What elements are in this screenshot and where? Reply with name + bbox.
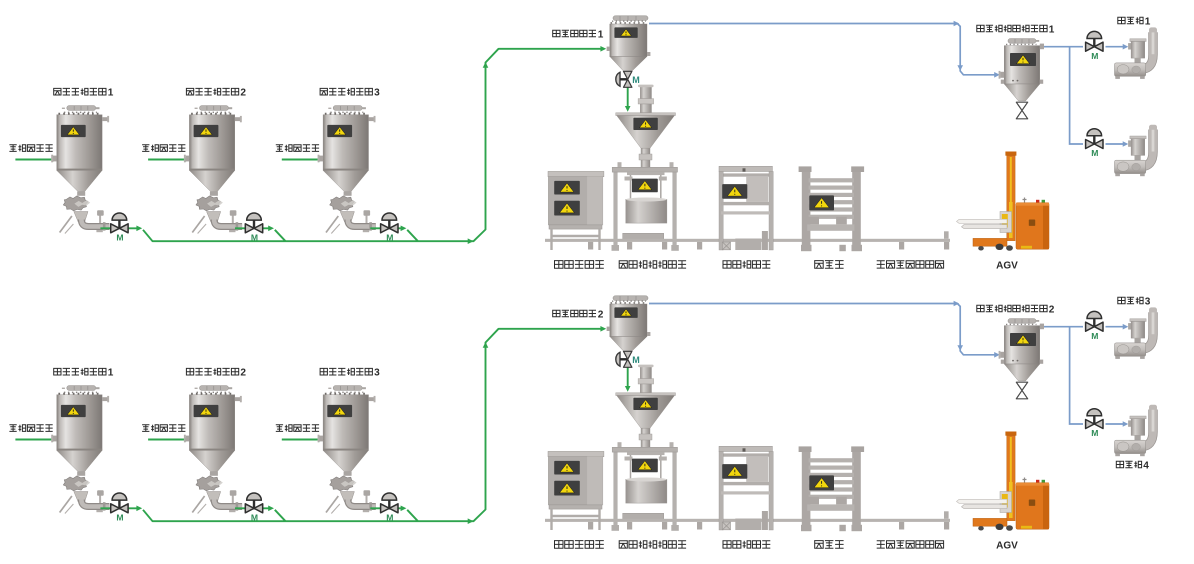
svg-text:M: M — [116, 513, 123, 523]
svg-text:3: 3 — [374, 368, 380, 379]
svg-text:M: M — [1091, 331, 1098, 341]
svg-text:2: 2 — [240, 88, 246, 99]
svg-text:M: M — [251, 233, 258, 243]
svg-text:1: 1 — [598, 29, 604, 40]
svg-text:AGV: AGV — [996, 540, 1018, 551]
svg-text:1: 1 — [108, 368, 114, 379]
svg-text:M: M — [386, 513, 393, 523]
svg-text:M: M — [632, 355, 640, 365]
svg-text:3: 3 — [374, 88, 380, 99]
svg-text:M: M — [116, 233, 123, 243]
svg-text:2: 2 — [240, 368, 246, 379]
svg-text:4: 4 — [1143, 460, 1149, 471]
svg-text:1: 1 — [1049, 24, 1055, 35]
svg-text:M: M — [1091, 148, 1098, 158]
svg-text:2: 2 — [1049, 304, 1055, 315]
svg-text:M: M — [1091, 51, 1098, 61]
svg-text:1: 1 — [108, 88, 114, 99]
svg-text:3: 3 — [1145, 296, 1151, 307]
svg-text:M: M — [1091, 428, 1098, 438]
svg-text:AGV: AGV — [996, 260, 1018, 271]
svg-text:M: M — [632, 75, 640, 85]
svg-text:1: 1 — [1145, 16, 1151, 27]
svg-text:M: M — [251, 513, 258, 523]
svg-text:M: M — [386, 233, 393, 243]
svg-text:2: 2 — [598, 309, 604, 320]
